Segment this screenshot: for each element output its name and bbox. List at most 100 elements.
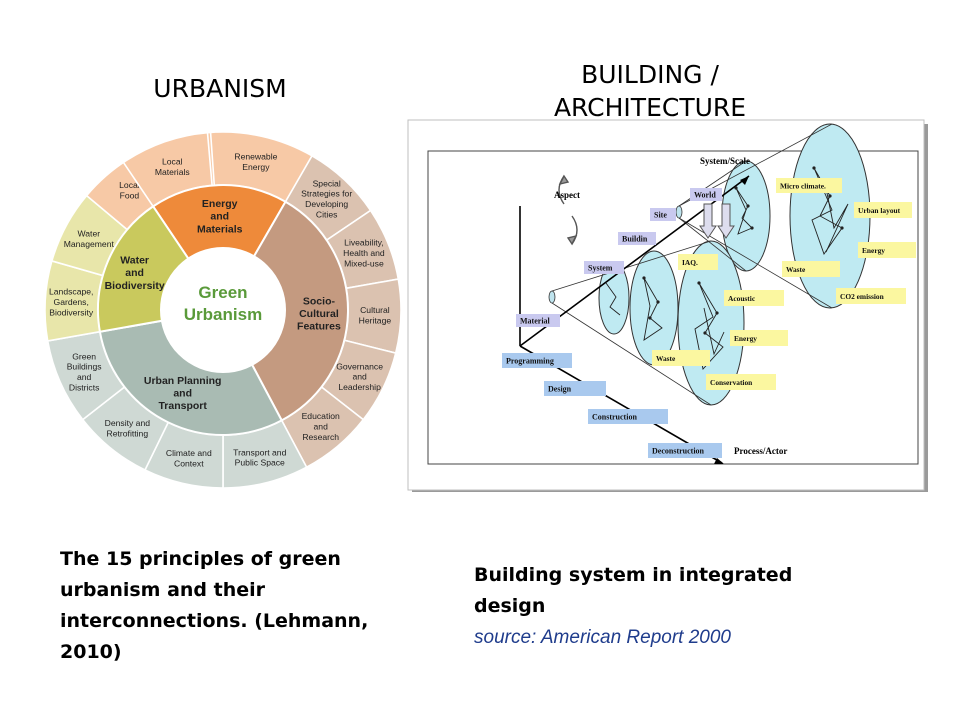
scale-label-site: Site xyxy=(654,211,667,220)
outer-segment-label-line: Energy xyxy=(242,162,270,172)
outer-segment-label-line: Districts xyxy=(69,382,100,392)
outer-segment-label-line: Density and xyxy=(105,418,151,428)
wheel-center-label-urbanism: Urbanism xyxy=(184,305,262,324)
aspect-tag: Conservation xyxy=(710,378,752,387)
outer-segment-label-line: Special xyxy=(313,178,341,188)
outer-segment-label-line: Research xyxy=(302,432,339,442)
aspect-tag-box xyxy=(858,242,916,258)
aspect-tags: Micro climate.Urban layoutEnergyWasteCO2… xyxy=(652,178,916,390)
inner-segment-label-line: Urban Planning xyxy=(144,375,222,387)
aspect-tag: Acoustic xyxy=(728,294,756,303)
scale-axis-arrowhead xyxy=(740,176,749,185)
aspect-tag: Micro climate. xyxy=(780,182,826,191)
outer-segment-label-line: Buildings xyxy=(67,362,102,372)
building-caption-text: Building system in integrated design xyxy=(474,564,793,617)
outer-segment-label-line: Context xyxy=(174,458,204,468)
aspect-tag-box xyxy=(652,350,710,366)
scale-label-world: World xyxy=(694,191,716,200)
scale-label-material-box xyxy=(516,314,560,327)
outer-segment-label-line: Water xyxy=(77,228,100,238)
network-nodes xyxy=(642,166,844,335)
outer-segment-label-line: Local xyxy=(119,180,140,190)
outer-segment-label-line: Health and xyxy=(343,248,385,258)
process-label-construction: Construction xyxy=(592,413,637,422)
outer-segment-label-line: Mixed-use xyxy=(344,258,384,268)
outer-segment-label-line: Climate and xyxy=(166,448,212,458)
scale-label-system: System xyxy=(588,264,613,273)
outer-segment-label-line: Heritage xyxy=(359,315,392,325)
process-labels: ProgrammingDesignConstructionDeconstruct… xyxy=(502,353,722,458)
outer-segment-label-line: Developing xyxy=(305,199,348,209)
outer-segment-label-line: Gardens, xyxy=(54,297,89,307)
inner-segment-label-line: Socio- xyxy=(303,295,336,307)
outer-segment-label-line: Landscape, xyxy=(49,287,93,297)
axis-label-system-scale: System/Scale xyxy=(700,156,750,166)
wheel-center-circle xyxy=(160,247,286,373)
building-architecture-title: BUILDING / ARCHITECTURE xyxy=(520,58,780,124)
building-system-diagram: System/Scale Aspect Process/Actor WorldS… xyxy=(407,119,928,492)
inner-segment-label-line: Cultural xyxy=(299,308,339,320)
scale-label-system-box xyxy=(584,261,624,274)
building-caption: Building system in integrated design sou… xyxy=(474,560,814,653)
scale-label-world-box xyxy=(690,188,722,201)
process-label-deconstruction-box xyxy=(648,443,722,458)
outer-segment-label-line: Biodiversity xyxy=(49,307,94,317)
aspect-tag-box xyxy=(678,254,718,270)
building-title-line1: BUILDING / xyxy=(581,60,719,89)
aspect-tag-box xyxy=(706,374,776,390)
scale-label-buildin-box xyxy=(618,232,656,245)
outer-segment-label-line: Materials xyxy=(155,167,190,177)
outer-segment-label-line: Strategies for xyxy=(301,189,352,199)
process-label-deconstruction: Deconstruction xyxy=(652,447,705,456)
aspect-tag-box xyxy=(782,261,840,277)
transition-arrows xyxy=(699,203,735,239)
inner-segment-label-line: Transport xyxy=(158,400,207,412)
axis-label-process-actor: Process/Actor xyxy=(734,446,787,456)
aspect-tag-box xyxy=(776,178,842,193)
scale-label-material: Material xyxy=(520,317,551,326)
urbanism-caption: The 15 principles of green urbanism and … xyxy=(60,548,369,663)
outer-segment-label-line: and xyxy=(314,421,329,431)
aspect-tag-box xyxy=(854,202,912,218)
outer-segment-label-line: Renewable xyxy=(234,151,277,161)
outer-segment-label-line: Food xyxy=(120,190,140,200)
outer-segment-label-line: Liveability, xyxy=(344,238,384,248)
outer-segment-label-line: Green xyxy=(72,351,96,361)
aspect-tag: Energy xyxy=(734,334,757,343)
outer-segment-label-line: Education xyxy=(302,411,340,421)
scale-label-buildin: Buildin xyxy=(622,235,648,244)
aspect-rotation-icon xyxy=(558,174,578,246)
outer-segment-label-line: Cities xyxy=(316,209,338,219)
process-label-design: Design xyxy=(548,385,572,394)
inner-segment-label-line: and xyxy=(173,387,192,399)
inner-segment-label-line: and xyxy=(125,267,144,279)
building-title-line2: ARCHITECTURE xyxy=(553,93,747,122)
inner-segment-label-line: Biodiversity xyxy=(105,280,165,292)
inner-segment-label-line: Features xyxy=(297,321,341,333)
process-label-construction-box xyxy=(588,409,668,424)
aspect-tag-box xyxy=(724,290,784,306)
inner-segment-label-line: Materials xyxy=(197,223,243,235)
system-ellipse-2 xyxy=(629,250,679,366)
outer-segment-label-line: Local xyxy=(162,157,183,167)
outer-segment-label-line: and xyxy=(352,372,367,382)
inner-segment-label-line: and xyxy=(210,211,229,223)
aspect-tag-box xyxy=(730,330,788,346)
process-label-design-box xyxy=(544,381,606,396)
aspect-tag: IAQ. xyxy=(682,258,698,267)
wheel-center-label-green: Green xyxy=(198,283,247,302)
outer-segment-label-line: Cultural xyxy=(360,305,390,315)
inner-segment-label-line: Water xyxy=(120,255,149,267)
wheel-inner-ring: EnergyandMaterialsSocio-CulturalFeatures… xyxy=(97,184,349,436)
outer-segment-label-line: Management xyxy=(64,239,115,249)
aspect-tag: Waste xyxy=(786,265,806,274)
axis-label-aspect: Aspect xyxy=(554,190,580,200)
aspect-tag-box xyxy=(836,288,906,304)
outer-segment-label-line: Retrofitting xyxy=(107,428,149,438)
process-axis-arrowhead xyxy=(714,458,724,464)
aspect-tag: Energy xyxy=(862,246,885,255)
outer-segment-label-line: Transport and xyxy=(233,447,286,457)
building-caption-source: source: American Report 2000 xyxy=(474,627,731,648)
inner-segment-label-line: Energy xyxy=(202,198,238,210)
